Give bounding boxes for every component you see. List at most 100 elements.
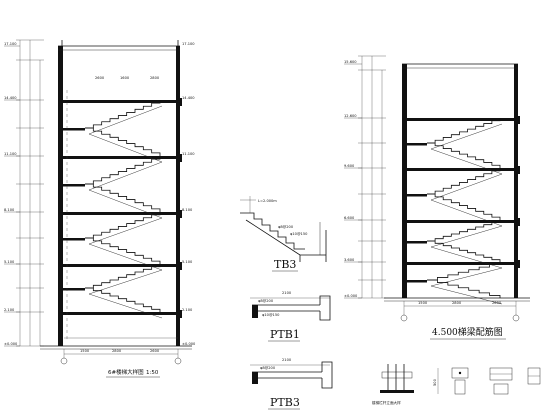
stair-flight	[85, 264, 161, 289]
dim-text: 2800	[112, 349, 122, 353]
level-label: ±0.000	[4, 342, 18, 346]
floor-slab	[63, 100, 176, 103]
stair-flight	[85, 183, 161, 212]
stair-flight	[85, 287, 161, 312]
level-label: 11.100	[182, 152, 195, 156]
stair-soffit	[430, 225, 503, 248]
landing-slab	[407, 194, 427, 197]
railing-detail: 楼梯栏杆立面大样	[372, 364, 414, 405]
stair-flight	[427, 279, 501, 298]
level-label: 11.100	[4, 152, 17, 156]
level-label: 3.600	[344, 258, 355, 262]
right-title-block: 4.500梯梁配筋图	[430, 326, 506, 340]
level-label: ±0.000	[182, 342, 196, 346]
ptb3-detail: 2100 φ8@200 PTB3	[250, 358, 333, 410]
dim-text: 1500	[418, 301, 428, 305]
beam	[176, 310, 182, 318]
stair-flight	[85, 212, 161, 239]
dim-text: 2600	[150, 349, 160, 353]
floor-slab	[407, 168, 514, 171]
label-ptb1: PTB1	[270, 328, 300, 341]
dim-text: 2600	[492, 301, 502, 305]
stair-flight	[85, 100, 161, 129]
stair-flight	[427, 262, 501, 281]
stair-flight	[427, 193, 501, 220]
landing-slab	[407, 241, 427, 244]
stair-flight	[427, 168, 501, 195]
dim-text: 2800	[150, 76, 160, 80]
beam	[176, 210, 182, 218]
stair-flight	[85, 237, 161, 264]
stair-soffit	[88, 269, 163, 295]
stair-soffit	[430, 173, 503, 201]
level-label: ±0.000	[344, 294, 358, 298]
level-label: 17.100	[4, 42, 17, 46]
stair-flight	[427, 118, 501, 144]
railing-caption: 楼梯栏杆立面大样	[372, 400, 401, 405]
level-label: 2.100	[182, 308, 193, 312]
level-label: 8.100	[4, 208, 15, 212]
ptb1-detail: 2100 φ8@200 φ10@150 PTB1	[250, 291, 331, 342]
level-label: 12.600	[344, 114, 357, 118]
left-scale: 1:50	[146, 370, 159, 376]
label-ptb3: PTB3	[270, 396, 300, 409]
floor-slab	[63, 212, 176, 215]
svg-text:φ8@200: φ8@200	[260, 366, 276, 370]
dim-text: 1500	[80, 349, 90, 353]
floor-slab	[63, 312, 176, 315]
level-label: 14.400	[182, 96, 195, 100]
dim-500: 500	[433, 378, 437, 386]
stair-soffit	[88, 105, 163, 135]
stair-soffit	[430, 199, 503, 227]
left-title: 6#楼梯大样图	[108, 368, 144, 376]
stair-flight	[85, 156, 161, 185]
stair-soffit	[430, 267, 503, 287]
svg-text:L=2.000m: L=2.000m	[258, 199, 277, 203]
svg-text:φ10@150: φ10@150	[262, 313, 280, 317]
stair-soffit	[88, 293, 163, 319]
beam	[176, 98, 182, 106]
floor-slab	[407, 262, 514, 265]
left-top-dims: 2600 1600 2800 1500 2800 2600	[80, 76, 160, 353]
stair-soffit	[430, 148, 503, 175]
landing-slab	[63, 288, 85, 291]
stair-soffit	[88, 133, 163, 163]
stair-flight	[427, 142, 501, 168]
stair-soffit	[88, 161, 163, 191]
level-label: 5.100	[4, 260, 15, 264]
beam	[514, 116, 520, 124]
level-label: 17.100	[182, 42, 195, 46]
stair-soffit	[88, 217, 163, 245]
stair-soffit	[88, 189, 163, 219]
dim-text: 2800	[452, 301, 462, 305]
floor-slab	[407, 118, 514, 121]
beam	[514, 166, 520, 174]
stair-flight	[427, 220, 501, 242]
right-stair-section: 1500 2800 2600	[358, 55, 530, 322]
stair-flight	[427, 240, 501, 262]
svg-text:φ8@200: φ8@200	[278, 225, 294, 229]
right-title: 4.500梯梁配筋图	[432, 326, 503, 338]
left-level-labels: 17.100 17.100 14.400 14.400 11.100 11.100 8.10…	[4, 42, 196, 347]
svg-text:φ10@150: φ10@150	[290, 232, 308, 236]
level-label: 5.100	[182, 260, 193, 264]
level-label: 15.600	[344, 60, 357, 64]
left-title-block: 6#楼梯大样图 1:50	[106, 368, 160, 378]
landing-slab	[407, 143, 427, 146]
level-label: 14.400	[4, 96, 17, 100]
level-label: 9.600	[344, 164, 355, 168]
svg-text:φ8@200: φ8@200	[258, 299, 274, 303]
level-label: 8.100	[182, 208, 193, 212]
dim-text: 1600	[120, 76, 130, 80]
svg-text:2100: 2100	[282, 358, 292, 362]
stair-flight	[85, 127, 161, 156]
beam	[514, 260, 520, 268]
landing-slab	[407, 280, 427, 283]
label-tb3: TB3	[274, 258, 296, 271]
landing-slab	[63, 128, 85, 131]
floor-slab	[63, 264, 176, 267]
landing-slab	[63, 184, 85, 187]
floor-slab	[407, 220, 514, 223]
